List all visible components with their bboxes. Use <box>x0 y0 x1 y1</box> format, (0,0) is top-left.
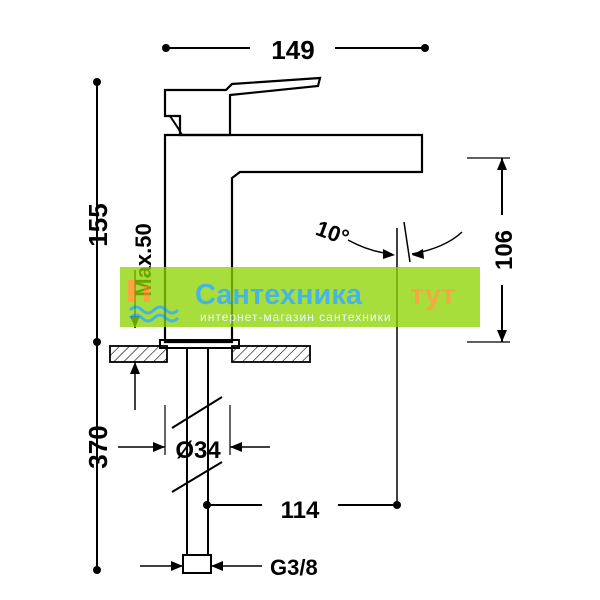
dim-thread: G3/8 <box>140 555 318 580</box>
dim-angle-label: 10° <box>313 216 353 251</box>
dim-width-total: 149 <box>162 35 429 65</box>
dim-height-bottom-label: 370 <box>83 425 113 468</box>
watermark-band <box>120 267 480 327</box>
watermark-brand-main: Сантехника <box>195 279 363 311</box>
dim-spout-height: 106 <box>467 157 518 343</box>
watermark-tagline: интернет-магазин сантехники <box>200 310 392 324</box>
faucet-outline <box>159 76 424 349</box>
dim-reach-label: 114 <box>281 497 320 524</box>
dim-diameter: Ø34 <box>118 405 270 464</box>
watermark-brand-accent: тут <box>410 279 456 311</box>
dim-diameter-label: Ø34 <box>175 437 221 464</box>
countertop <box>109 345 311 363</box>
dim-spout-height-label: 106 <box>491 230 518 270</box>
watermark: Сантехника тут интернет-магазин сантехни… <box>120 267 480 327</box>
dim-thread-label: G3/8 <box>270 555 318 580</box>
dim-height-left: 155 370 <box>83 78 113 574</box>
supply-pipe <box>171 348 223 574</box>
dim-height-top-label: 155 <box>83 203 113 246</box>
dim-width-label: 149 <box>271 35 314 65</box>
dim-spout-angle: 10° <box>313 216 463 505</box>
dim-reach: 114 <box>203 497 401 524</box>
watermark-logo-icon <box>128 280 180 323</box>
